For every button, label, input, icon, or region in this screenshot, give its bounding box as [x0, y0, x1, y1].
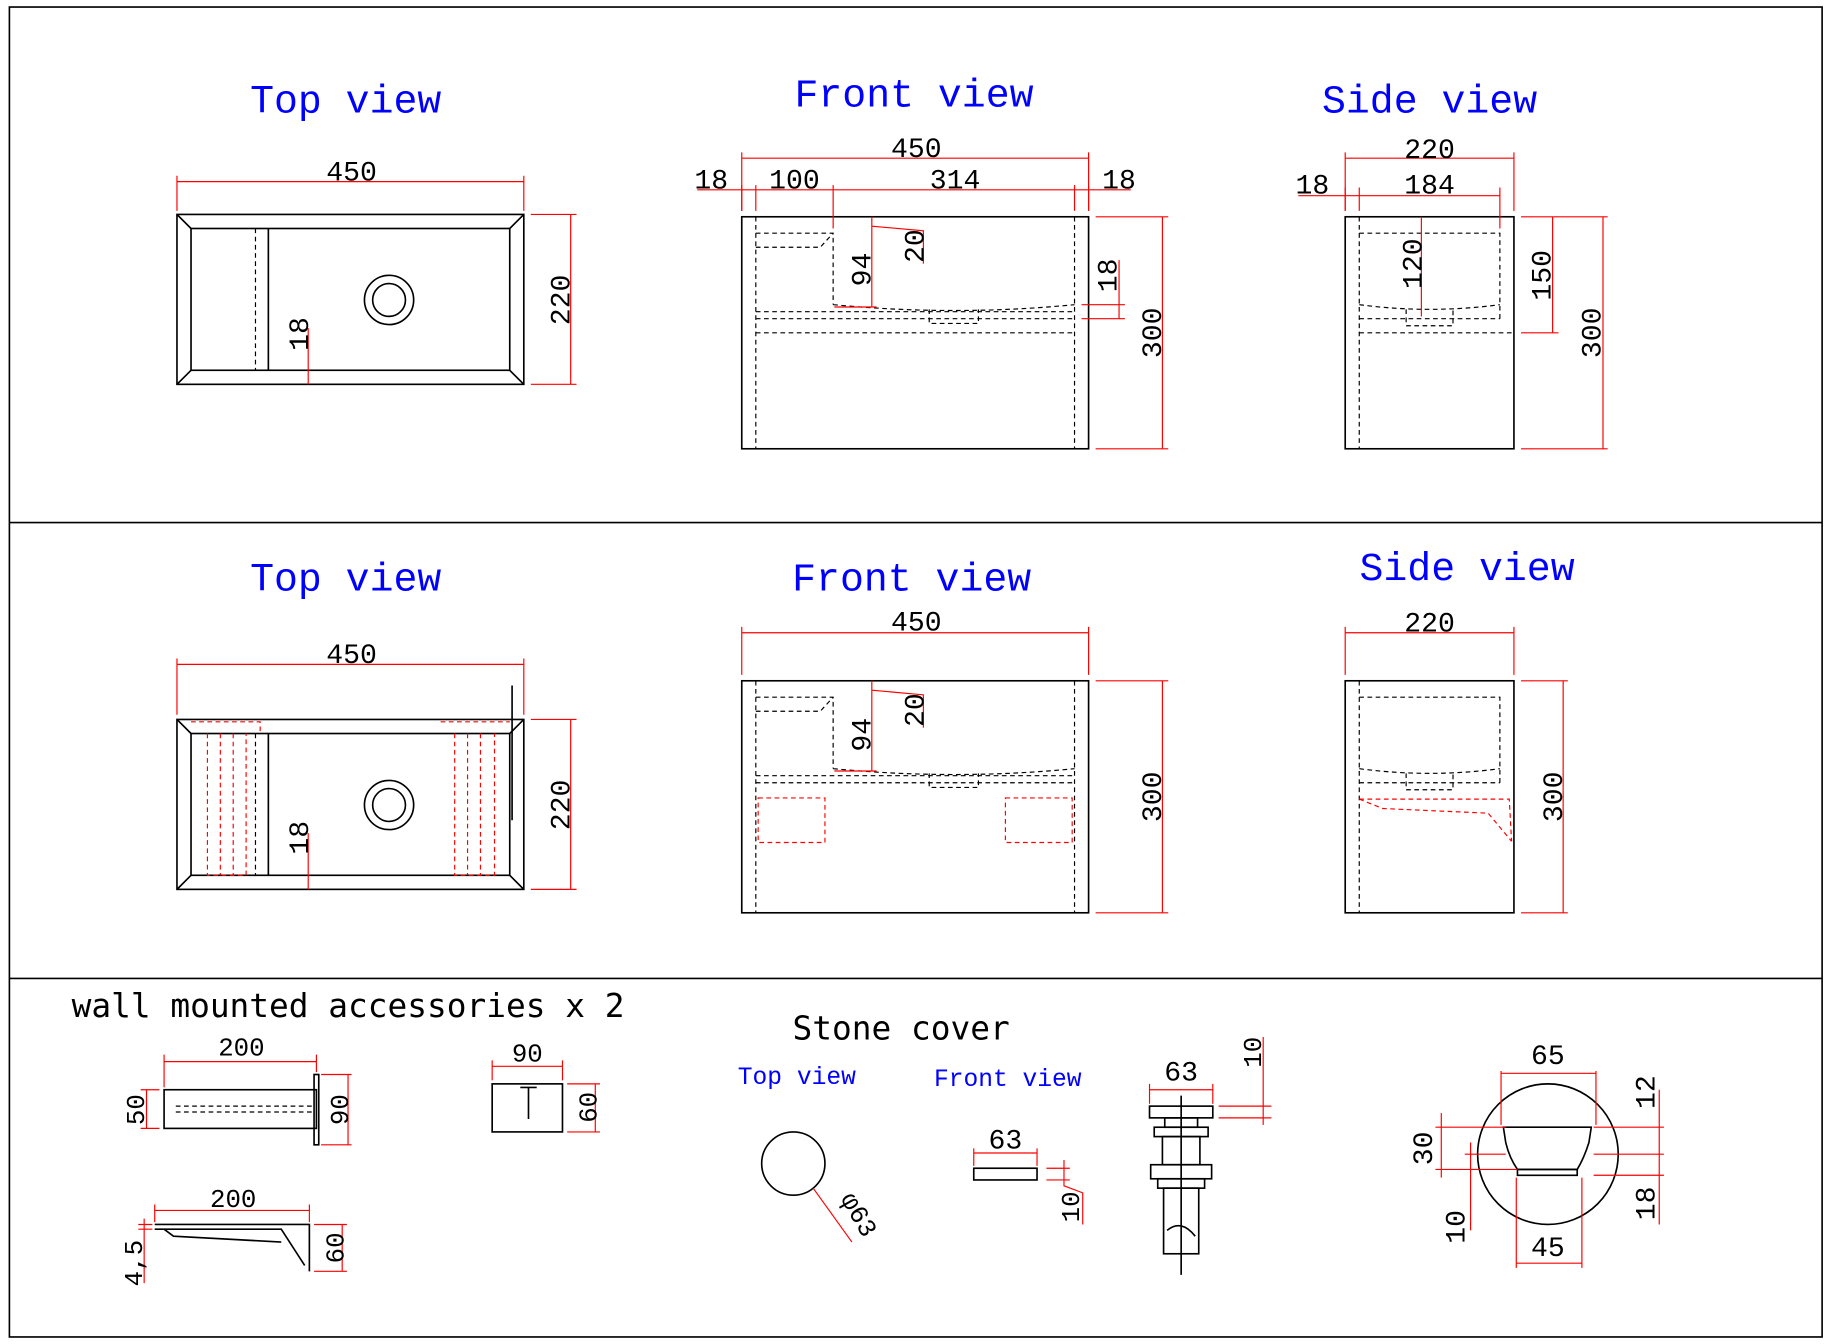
view-title: Top view — [738, 1065, 856, 1092]
dimension-label: 184 — [1404, 171, 1455, 202]
dimension-label: 450 — [891, 135, 942, 166]
view-title: Front view — [792, 558, 1031, 603]
dimension-label: 10 — [1058, 1191, 1087, 1222]
dimension-label: 90 — [327, 1094, 356, 1125]
row1-top-view: Top view 450 220 18 — [176, 79, 579, 386]
dimension-label: 18 — [1296, 171, 1330, 202]
dimension-label: 120 — [1399, 238, 1430, 289]
stone-cover-title: Stone cover — [793, 1009, 1010, 1047]
row2-side-view: Side view 220 300 — [1344, 547, 1575, 914]
dimension-label: 4,5 — [121, 1240, 150, 1286]
dimension-label: 220 — [1404, 610, 1455, 641]
dimension-label: 450 — [326, 158, 377, 189]
cover-section-view: 65 45 12 18 30 10 — [1410, 1042, 1664, 1268]
drain-hole — [363, 779, 415, 831]
dimension-label: 45 — [1531, 1234, 1565, 1265]
dimension-label: 314 — [930, 167, 981, 198]
cover-top-circle — [760, 1131, 826, 1197]
view-title: Side view — [1360, 547, 1575, 592]
view-title: Front view — [794, 74, 1033, 119]
dimension-label: 220 — [548, 275, 579, 326]
row2-front-view: Front view 450 94 20 300 — [740, 558, 1170, 914]
dimension-label: 60 — [575, 1092, 604, 1123]
dimension-label: 300 — [1139, 307, 1170, 358]
dimension-label: 220 — [1404, 136, 1455, 167]
view-title: Top view — [250, 79, 441, 124]
view-title: Top view — [250, 558, 441, 603]
wall-bracket-outline — [191, 721, 510, 876]
accessories-title: wall mounted accessories x 2 — [72, 987, 625, 1025]
dimension-label: 450 — [891, 608, 942, 639]
dimension-label: 18 — [1102, 167, 1136, 198]
dimension-label: 50 — [123, 1094, 152, 1125]
dimension-label: 200 — [218, 1035, 264, 1064]
row1-side-view: Side view 220 18 184 120 150 300 — [1296, 79, 1610, 450]
dimension-label: 220 — [548, 780, 579, 831]
dimension-label: 10 — [1240, 1037, 1269, 1068]
row1-front-view: Front view 450 18 100 314 18 94 20 18 30… — [694, 74, 1170, 450]
dimension-label: φ63 — [833, 1188, 881, 1243]
dimension-label: 300 — [1139, 771, 1170, 822]
wall-mounted-accessories: wall mounted accessories x 2 200 50 90 9… — [72, 987, 625, 1286]
dimension-label: 18 — [286, 821, 317, 855]
drawing-frame — [8, 6, 1823, 1338]
dimension-label: 63 — [989, 1126, 1023, 1157]
dimension-label: 20 — [901, 693, 932, 727]
dimension-label: 10 — [1443, 1210, 1474, 1244]
drain-hole — [363, 274, 415, 326]
dimension-label: 94 — [849, 718, 880, 752]
dimension-label: 18 — [1095, 258, 1126, 292]
dimension-label: 60 — [322, 1232, 351, 1263]
dimension-label: 200 — [210, 1186, 256, 1215]
dimension-label: 450 — [326, 641, 377, 672]
view-title: Side view — [1322, 79, 1537, 124]
view-title: Front view — [934, 1067, 1082, 1094]
dimension-label: 18 — [1633, 1187, 1664, 1221]
dimension-label: 100 — [769, 167, 820, 198]
dimension-label: 12 — [1633, 1075, 1664, 1109]
dimension-label: 300 — [1579, 307, 1610, 358]
dimension-label: 18 — [694, 167, 728, 198]
dimension-label: 300 — [1540, 771, 1571, 822]
dimension-label: 65 — [1531, 1042, 1565, 1073]
cover-front-rect — [972, 1167, 1038, 1181]
row2-top-view: Top view 450 220 18 — [176, 558, 579, 891]
dimension-label: 18 — [286, 317, 317, 351]
dimension-label: 30 — [1410, 1131, 1441, 1165]
dimension-label: 90 — [512, 1041, 543, 1070]
dimension-label: 20 — [901, 229, 932, 263]
dimension-label: 94 — [849, 253, 880, 287]
dimension-label: 150 — [1528, 250, 1559, 301]
drain-assembly — [1148, 1095, 1214, 1275]
stone-cover: Stone cover Top view Front view φ63 63 1… — [738, 1009, 1664, 1275]
dimension-label: 63 — [1164, 1058, 1198, 1089]
